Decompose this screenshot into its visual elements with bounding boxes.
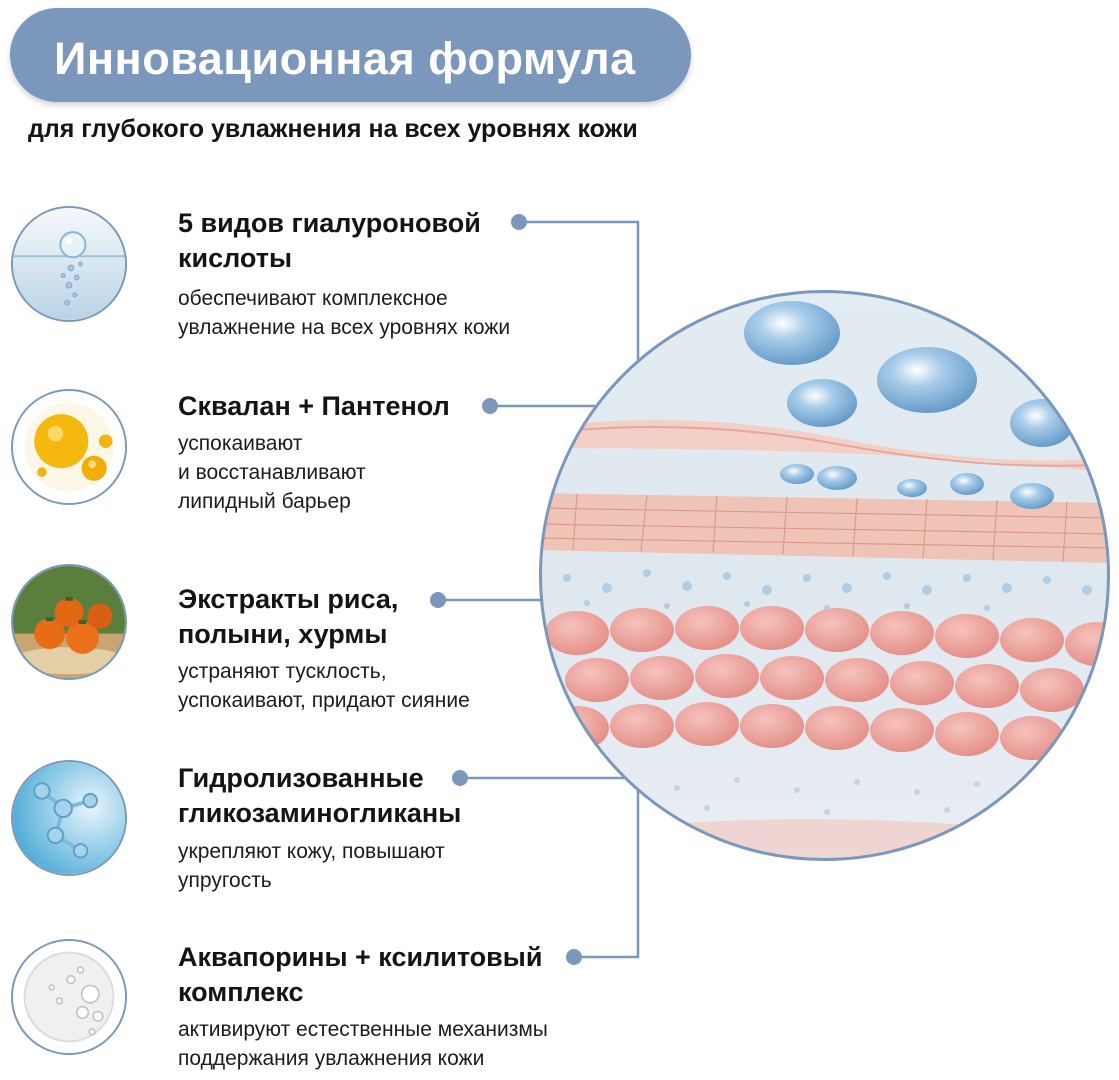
molecule-icon: [11, 760, 127, 876]
persimmon-icon: [11, 564, 127, 680]
item-title: Экстракты риса, полыни, хурмы: [178, 584, 399, 649]
title-banner: Инновационная формула: [10, 8, 691, 102]
item-description: устраняют тусклость, успокаивают, придаю…: [178, 660, 470, 712]
gel-bubbles-icon: [11, 939, 127, 1055]
page-title: Инновационная формула: [54, 33, 636, 84]
item-description: успокаивают и восстанавливают липидный б…: [178, 432, 366, 513]
skin-layers-illustration: [537, 288, 1112, 863]
item-title: Сквалан + Пантенол: [178, 391, 450, 421]
oil-drops-icon: [11, 389, 127, 505]
page-subtitle: для глубокого увлажнения на всех уровнях…: [28, 115, 638, 143]
item-title: Аквапорины + ксилитовый комплекс: [178, 942, 543, 1007]
item-description: обеспечивают комплексное увлажнение на в…: [178, 287, 511, 339]
water-bubbles-icon: [11, 206, 127, 322]
item-title: 5 видов гиалуроновой кислоты: [178, 208, 481, 273]
item-description: активируют естественные механизмы поддер…: [178, 1018, 548, 1070]
item-title: Гидролизованные гликозаминогликаны: [178, 763, 462, 828]
item-description: укрепляют кожу, повышают упругость: [178, 840, 445, 892]
